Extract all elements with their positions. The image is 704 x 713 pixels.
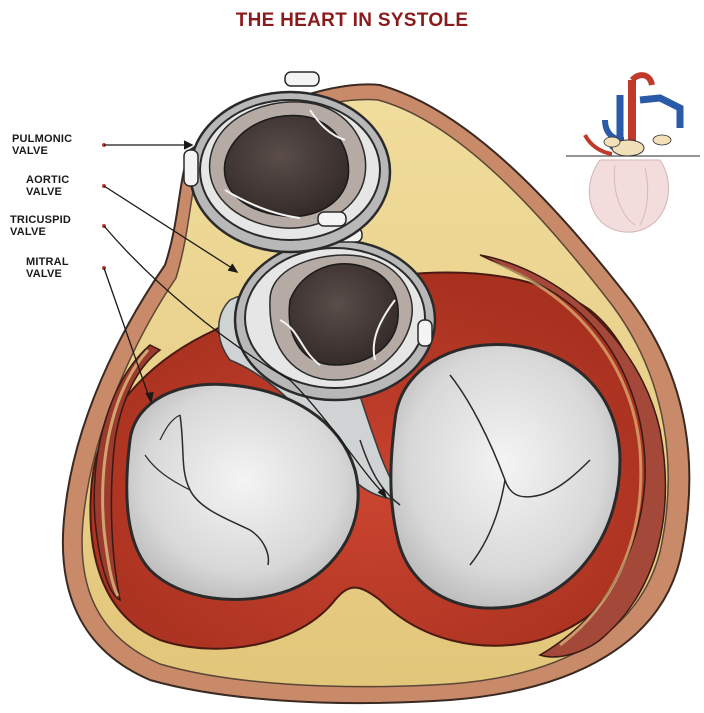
label-pulmonic-line1: PULMONIC bbox=[12, 133, 72, 145]
label-pulmonic-valve: PULMONIC VALVE bbox=[12, 133, 72, 157]
label-mitral-line2: VALVE bbox=[26, 268, 69, 280]
label-mitral-line1: MITRAL bbox=[26, 256, 69, 268]
label-aortic-line2: VALVE bbox=[26, 186, 69, 198]
label-aortic-valve: AORTIC VALVE bbox=[26, 174, 69, 198]
label-pulmonic-line2: VALVE bbox=[12, 145, 72, 157]
label-tricuspid-line1: TRICUSPID bbox=[10, 214, 71, 226]
label-aortic-line1: AORTIC bbox=[26, 174, 69, 186]
heart-orientation-icon bbox=[566, 75, 700, 232]
label-mitral-valve: MITRAL VALVE bbox=[26, 256, 69, 280]
label-tricuspid-line2: VALVE bbox=[10, 226, 71, 238]
label-tricuspid-valve: TRICUSPID VALVE bbox=[10, 214, 71, 238]
